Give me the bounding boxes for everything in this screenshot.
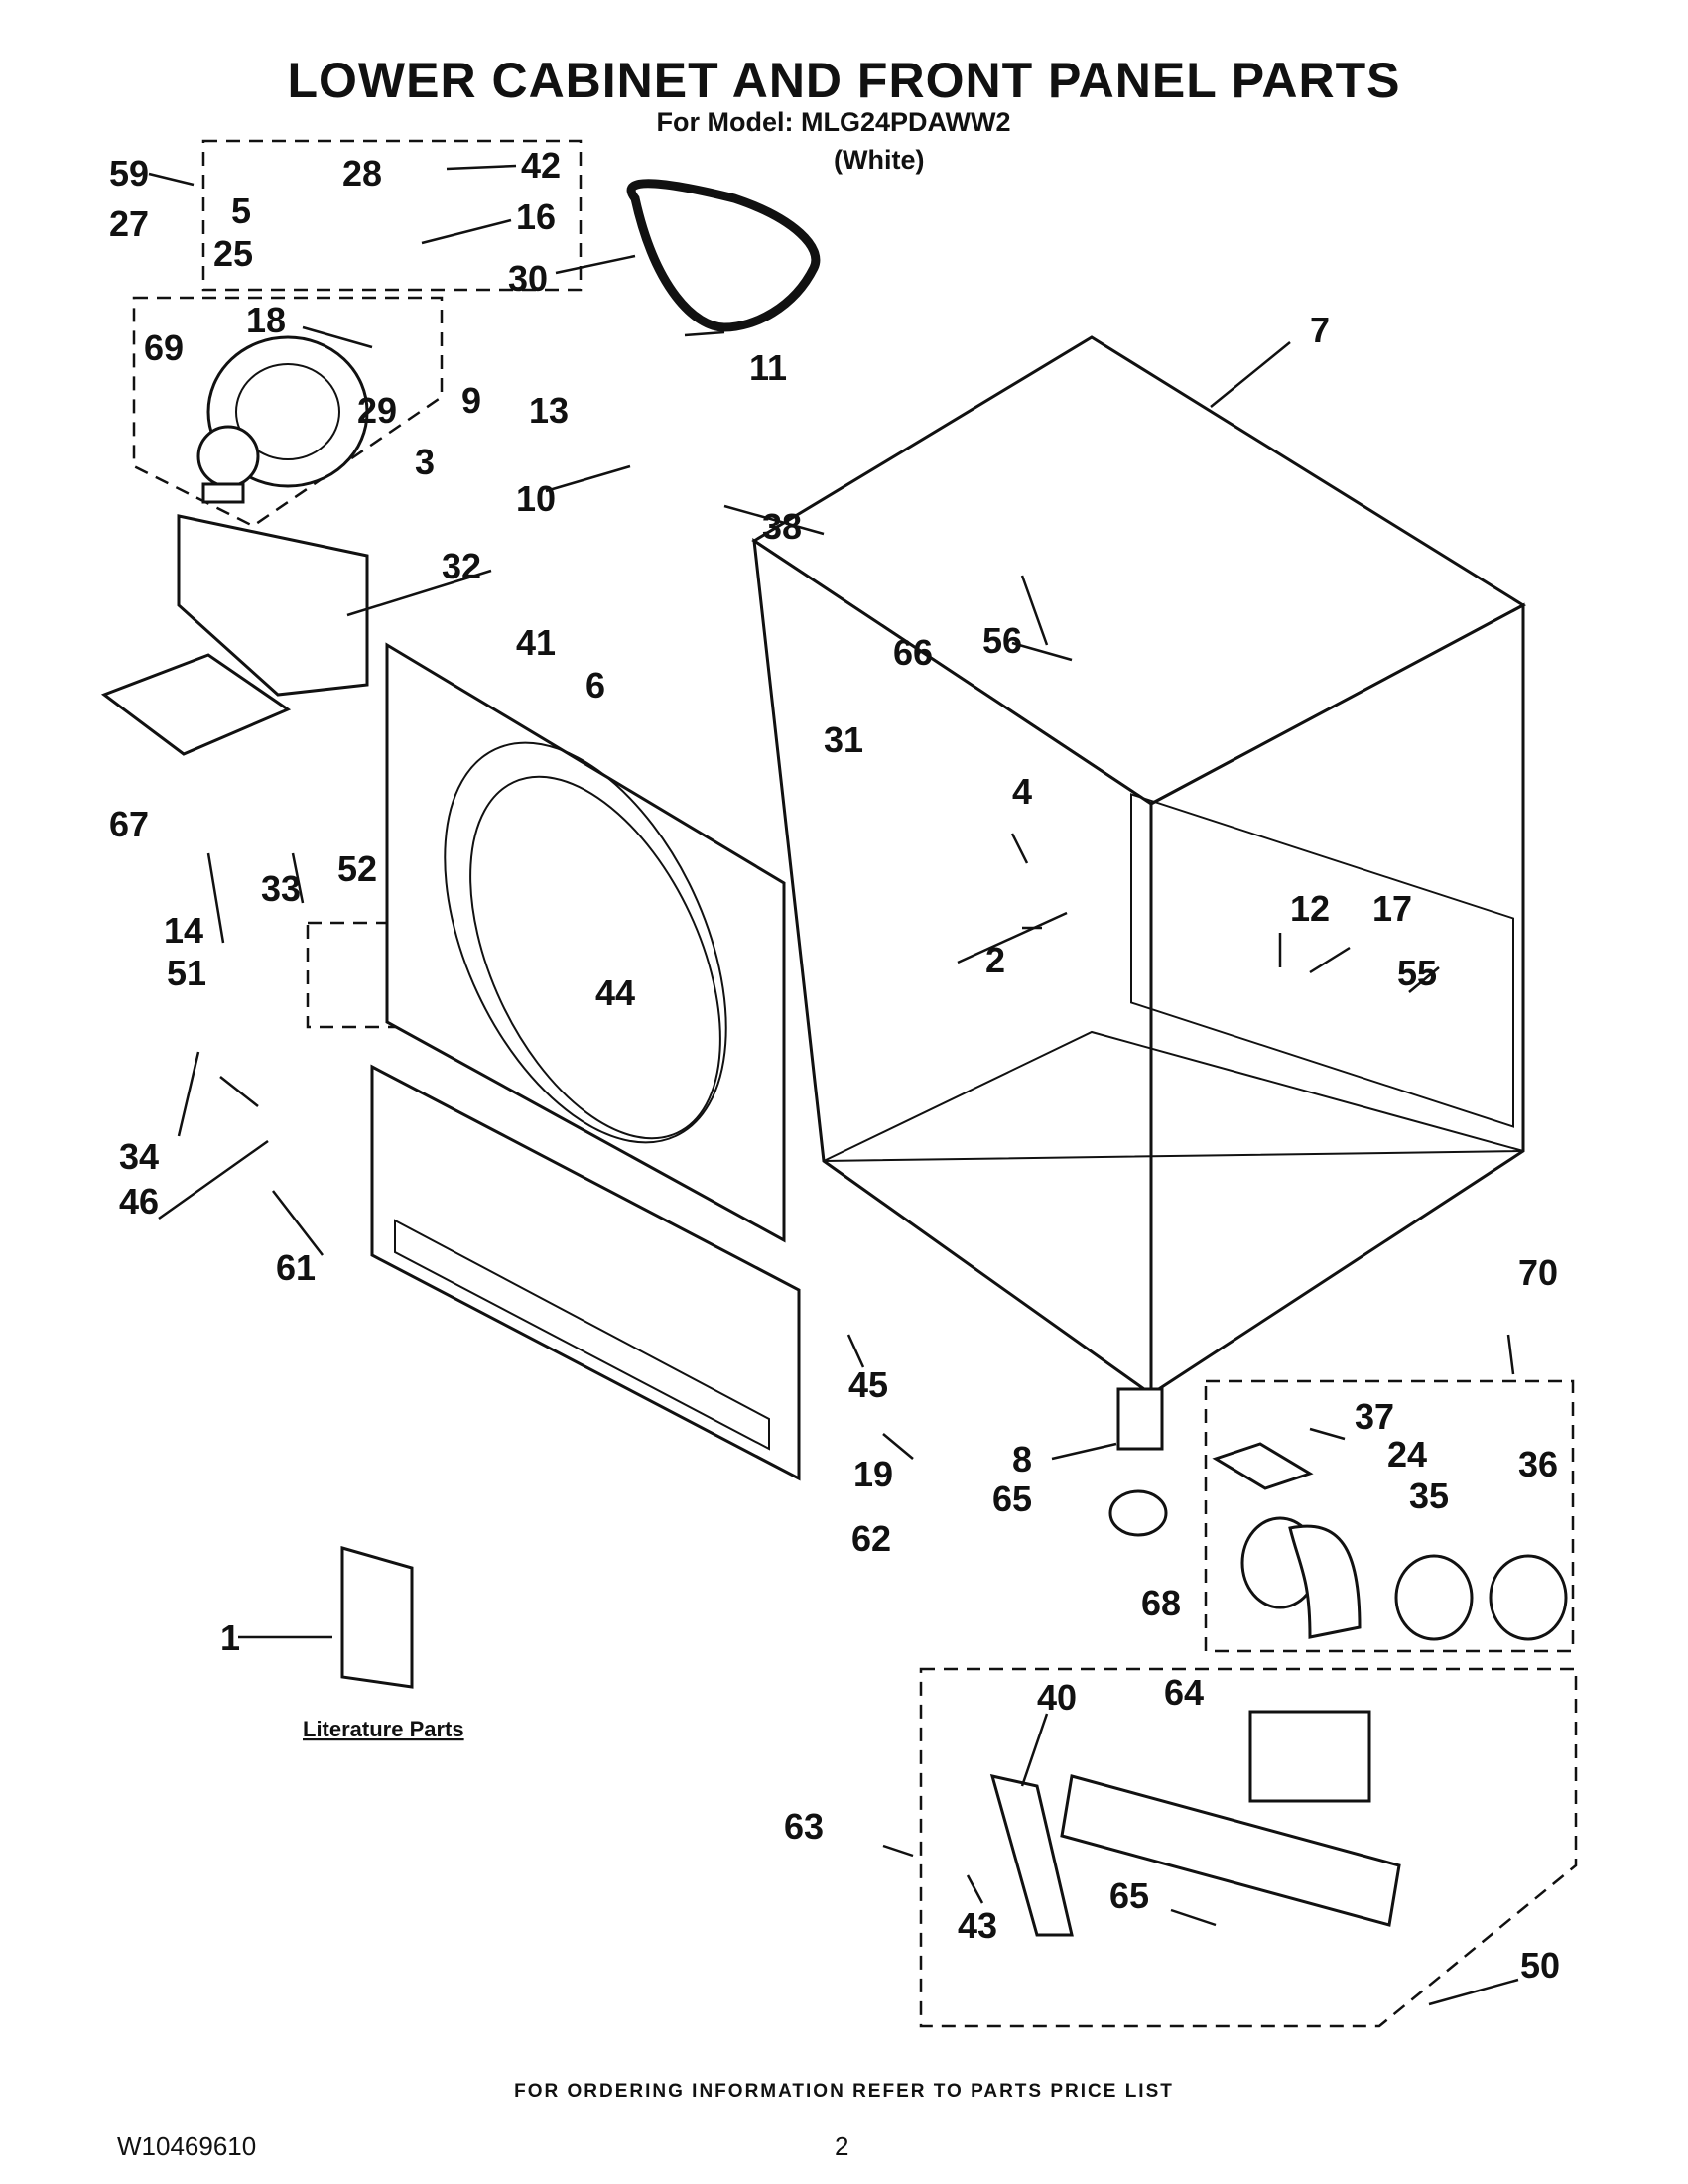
page-number: 2 bbox=[835, 2131, 849, 2161]
exhaust-plug-b bbox=[1489, 1554, 1568, 1641]
callout-32: 32 bbox=[442, 546, 481, 586]
callout-42: 42 bbox=[521, 145, 561, 186]
callout-17: 17 bbox=[1372, 888, 1412, 929]
pad-67 bbox=[100, 653, 292, 756]
callout-12: 12 bbox=[1290, 888, 1330, 929]
callout-33: 33 bbox=[261, 868, 301, 909]
callout-24: 24 bbox=[1387, 1434, 1427, 1475]
callout-64: 64 bbox=[1164, 1672, 1204, 1713]
document-number: W10469610 bbox=[117, 2131, 257, 2161]
toe-panel bbox=[370, 1064, 801, 1481]
color-line: (White) bbox=[834, 145, 925, 175]
callout-62: 62 bbox=[851, 1518, 891, 1559]
callout-3: 3 bbox=[415, 442, 435, 482]
callout-34: 34 bbox=[119, 1136, 159, 1177]
callout-63: 63 bbox=[784, 1806, 824, 1847]
front-panel bbox=[385, 642, 786, 1243]
callout-55: 55 bbox=[1397, 953, 1437, 993]
callout-65: 65 bbox=[992, 1478, 1032, 1519]
callout-35: 35 bbox=[1409, 1476, 1449, 1516]
callout-28: 28 bbox=[342, 153, 382, 193]
callout-66: 66 bbox=[893, 632, 933, 673]
drive-belt bbox=[626, 179, 821, 332]
callout-8: 8 bbox=[1012, 1439, 1032, 1479]
callout-11: 11 bbox=[749, 347, 787, 388]
cover-plate-24 bbox=[1212, 1442, 1314, 1490]
group-box-59 bbox=[201, 139, 583, 292]
motor-mount bbox=[177, 514, 369, 697]
callout-50: 50 bbox=[1520, 1945, 1560, 1986]
exhaust-elbow bbox=[1240, 1516, 1362, 1639]
callout-5: 5 bbox=[231, 191, 251, 231]
gas-valve-assembly bbox=[989, 1710, 1401, 1937]
callout-37: 37 bbox=[1355, 1396, 1394, 1437]
callout-56: 56 bbox=[982, 620, 1022, 661]
callout-2: 2 bbox=[985, 940, 1005, 980]
callout-67: 67 bbox=[109, 804, 149, 844]
dryer-cabinet bbox=[751, 335, 1527, 1397]
callout-29: 29 bbox=[357, 390, 397, 431]
literature-booklet bbox=[340, 1546, 414, 1689]
drive-motor bbox=[196, 335, 369, 504]
callout-38: 38 bbox=[762, 506, 802, 547]
callout-19: 19 bbox=[853, 1454, 893, 1494]
callout-59: 59 bbox=[109, 153, 149, 193]
group-box-27 bbox=[132, 296, 444, 528]
callout-36: 36 bbox=[1518, 1444, 1558, 1484]
callout-1: 1 bbox=[220, 1617, 240, 1658]
callout-4: 4 bbox=[1012, 771, 1032, 812]
leader-lines bbox=[148, 164, 1519, 2006]
callout-18: 18 bbox=[246, 300, 286, 340]
model-line: For Model: MLG24PDAWW2 bbox=[656, 107, 1011, 137]
callout-45: 45 bbox=[848, 1364, 888, 1405]
callout-52: 52 bbox=[337, 848, 377, 889]
callout-25: 25 bbox=[213, 233, 253, 274]
callout-7: 7 bbox=[1310, 310, 1330, 350]
callout-30: 30 bbox=[508, 258, 548, 299]
callout-41: 41 bbox=[516, 622, 556, 663]
callout-69: 69 bbox=[144, 327, 184, 368]
literature-parts-label: Literature Parts bbox=[303, 1717, 464, 1741]
callout-51: 51 bbox=[167, 953, 206, 993]
callout-40: 40 bbox=[1037, 1677, 1077, 1718]
callout-31: 31 bbox=[824, 719, 863, 760]
exhaust-plug-a bbox=[1394, 1554, 1474, 1641]
callout-44: 44 bbox=[595, 972, 635, 1013]
callout-14: 14 bbox=[164, 910, 203, 951]
callout-10: 10 bbox=[516, 478, 556, 519]
callout-13: 13 bbox=[529, 390, 569, 431]
callout-46: 46 bbox=[119, 1181, 159, 1221]
leveling-leg bbox=[1108, 1387, 1168, 1537]
callout-27: 27 bbox=[109, 203, 149, 244]
callout-6: 6 bbox=[585, 665, 605, 706]
ordering-note: FOR ORDERING INFORMATION REFER TO PARTS … bbox=[514, 2081, 1174, 2102]
callout-65b: 65 bbox=[1109, 1875, 1149, 1916]
callout-61: 61 bbox=[276, 1247, 316, 1288]
callout-68: 68 bbox=[1141, 1583, 1181, 1623]
callout-9: 9 bbox=[461, 380, 481, 421]
callout-43: 43 bbox=[958, 1905, 997, 1946]
group-box-70 bbox=[1204, 1379, 1575, 1653]
page-title: LOWER CABINET AND FRONT PANEL PARTS bbox=[287, 53, 1401, 108]
callout-70: 70 bbox=[1518, 1252, 1558, 1293]
callout-16: 16 bbox=[516, 196, 556, 237]
group-box-63 bbox=[919, 1667, 1578, 2028]
